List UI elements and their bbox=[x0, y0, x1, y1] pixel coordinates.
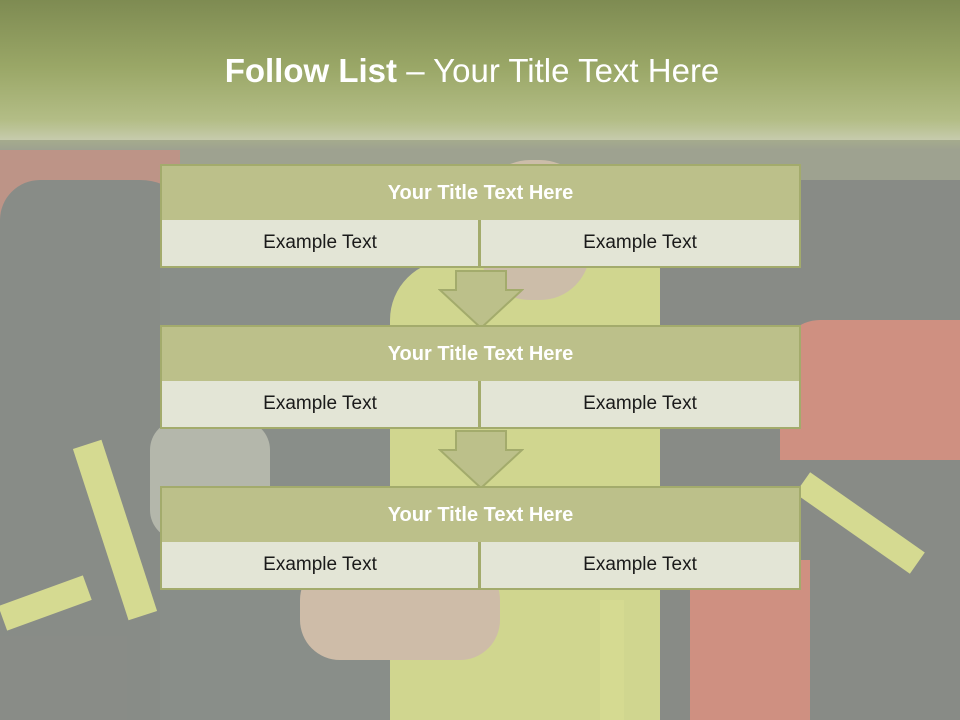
block-2-header: Your Title Text Here bbox=[160, 325, 801, 383]
down-arrow-icon bbox=[438, 270, 524, 330]
down-arrow-icon bbox=[438, 430, 524, 490]
slide-title: Follow List – Your Title Text Here bbox=[0, 52, 944, 90]
block-2-left-cell: Example Text bbox=[160, 381, 480, 429]
block-3-right-cell: Example Text bbox=[479, 542, 801, 590]
slide-title-bold: Follow List bbox=[224, 52, 398, 89]
block-1-right-cell: Example Text bbox=[479, 220, 801, 268]
title-bar bbox=[0, 0, 960, 150]
block-1-left-cell: Example Text bbox=[160, 220, 480, 268]
block-2-right-cell: Example Text bbox=[479, 381, 801, 429]
block-3-left-cell: Example Text bbox=[160, 542, 480, 590]
block-1-header: Your Title Text Here bbox=[160, 164, 801, 222]
block-3-header: Your Title Text Here bbox=[160, 486, 801, 544]
follow-list-block-1: Your Title Text Here Example Text Exampl… bbox=[160, 164, 801, 270]
follow-list-block-3: Your Title Text Here Example Text Exampl… bbox=[160, 486, 801, 592]
follow-list-block-2: Your Title Text Here Example Text Exampl… bbox=[160, 325, 801, 431]
slide-title-rest: – Your Title Text Here bbox=[397, 52, 720, 89]
